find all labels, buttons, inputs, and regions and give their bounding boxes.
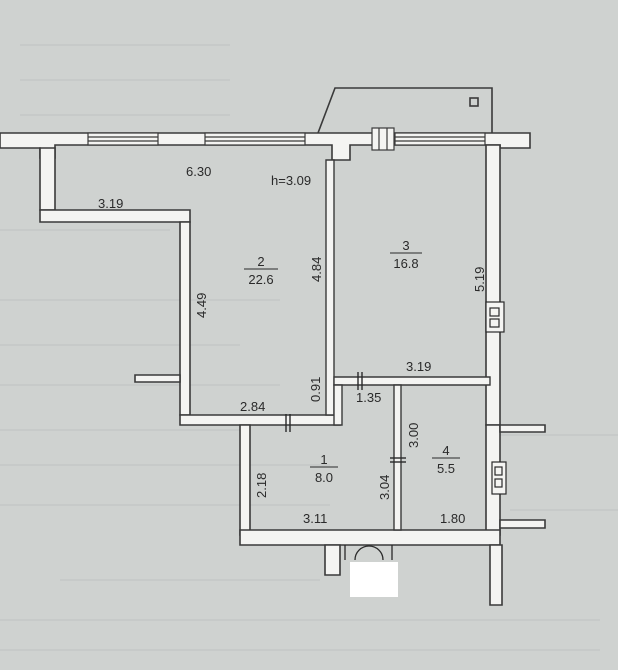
dimension-room1-height: 2.18: [254, 473, 269, 498]
room-3-number: 3: [402, 238, 409, 253]
dimension-left-alcove: 3.19: [98, 196, 123, 211]
room-2-area: 22.6: [248, 272, 273, 287]
windows: [87, 127, 486, 151]
dimension-room2-step: 0.91: [308, 377, 323, 402]
room-4-label: 4 5.5: [432, 443, 460, 476]
dimension-room3-bottom: 3.19: [406, 359, 431, 374]
room-2-number: 2: [257, 254, 264, 269]
vent-blocks: [485, 301, 507, 495]
room-1-area: 8.0: [315, 470, 333, 485]
dimension-room3-height: 5.19: [472, 267, 487, 292]
door-marks: [285, 372, 406, 463]
room-1-number: 1: [320, 452, 327, 467]
dimension-room2-bottom: 2.84: [240, 399, 265, 414]
dimension-corridor-notch: 1.35: [356, 390, 381, 405]
dimension-room4-width: 1.80: [440, 511, 465, 526]
dimension-room2-height: 4.49: [194, 293, 209, 318]
dimension-room1-partition: 3.04: [377, 475, 392, 500]
redaction-box: [350, 562, 398, 597]
room-3-area: 16.8: [393, 256, 418, 271]
dimension-room1-width: 3.11: [303, 511, 327, 526]
dimension-top-left-width: 6.30: [186, 164, 211, 179]
balcony-outline: [317, 87, 493, 134]
ceiling-height-label: h=3.09: [271, 173, 311, 188]
room-4-number: 4: [442, 443, 449, 458]
dimension-room4-height: 3.00: [406, 423, 421, 448]
dimension-room2-partition: 4.84: [309, 257, 324, 282]
room-2-label: 2 22.6: [244, 254, 278, 287]
room-3-label: 3 16.8: [390, 238, 422, 271]
entrance-door: [344, 545, 393, 561]
faint-form-lines: [0, 44, 618, 651]
room-4-area: 5.5: [437, 461, 455, 476]
room-1-label: 1 8.0: [310, 452, 338, 485]
